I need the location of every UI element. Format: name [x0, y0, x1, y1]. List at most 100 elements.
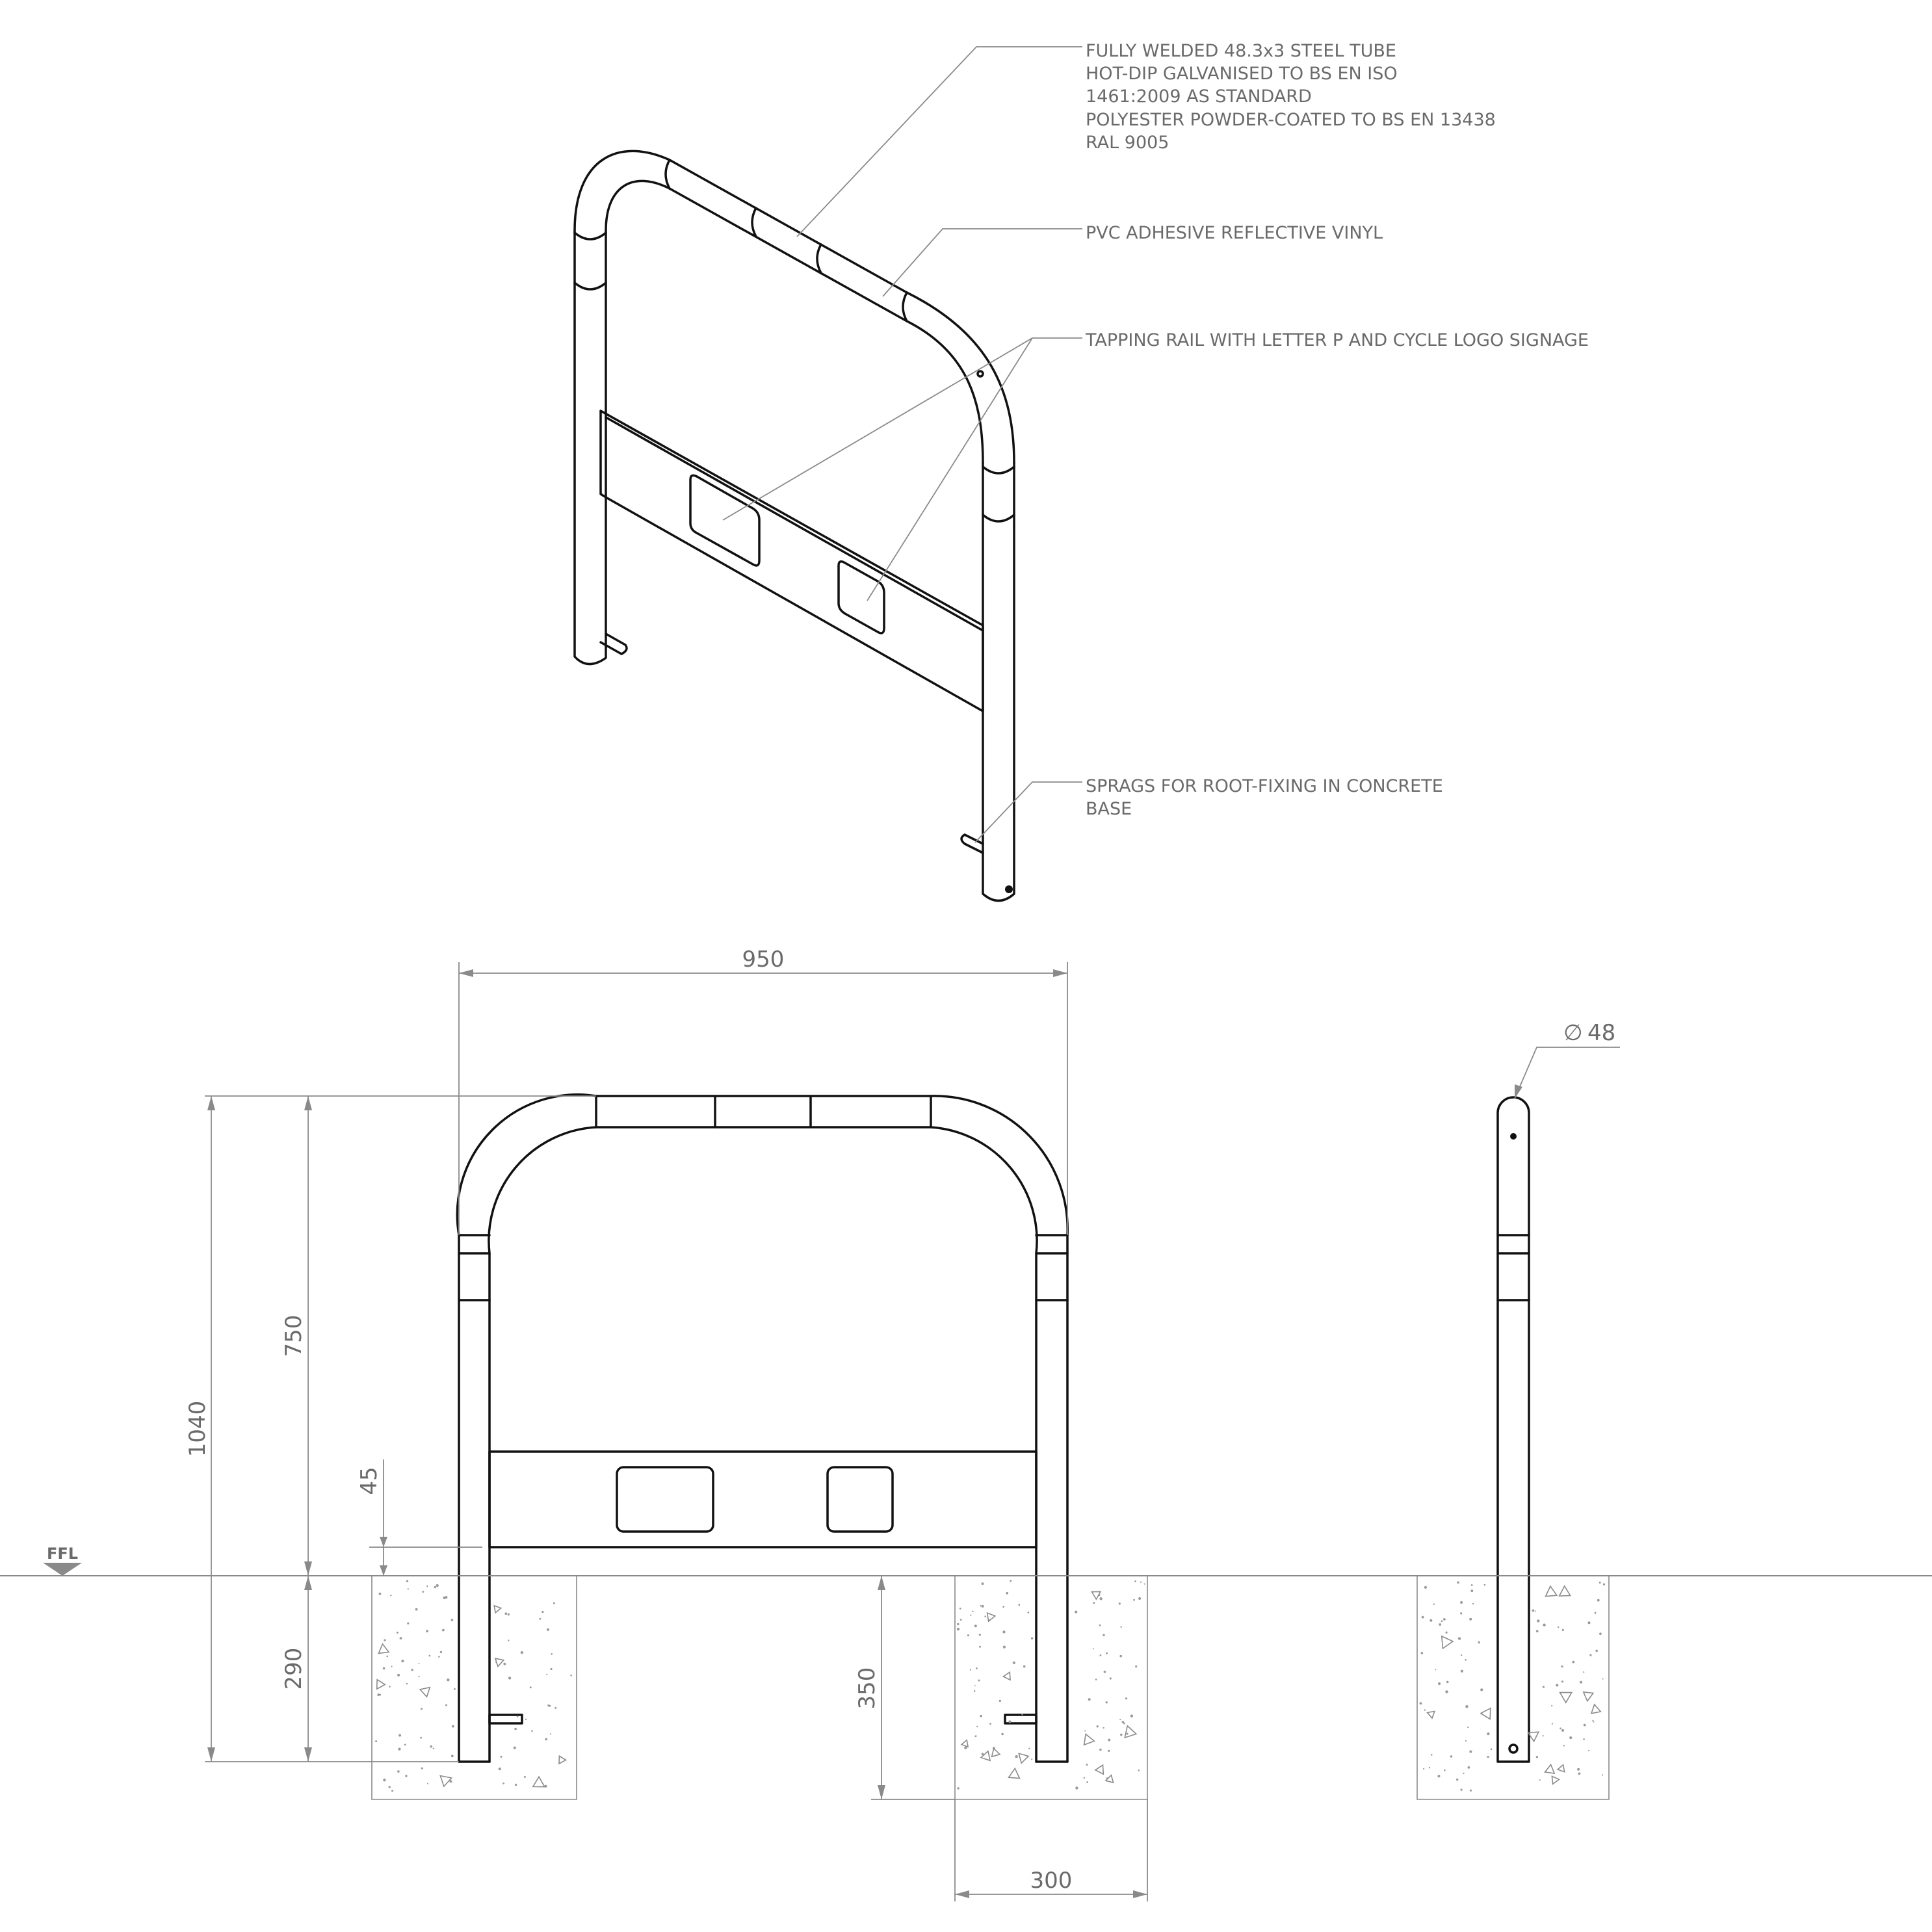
concrete-speck: [1469, 1789, 1472, 1792]
concrete-aggregate: [1590, 1703, 1602, 1714]
iso-tapping-rail: [599, 410, 984, 712]
concrete-speck: [1135, 1665, 1138, 1668]
front-elevation: [456, 1093, 1069, 1763]
concrete-speck: [1543, 1623, 1546, 1626]
concrete-aggregate: [1545, 1585, 1558, 1597]
front-sprag-right: [1004, 1714, 1038, 1725]
concrete-speck: [1438, 1682, 1441, 1686]
concrete-aggregate: [1559, 1691, 1573, 1704]
concrete-speck: [1465, 1705, 1469, 1708]
concrete-block-right: [954, 1576, 1148, 1800]
concrete-aggregate: [1582, 1691, 1595, 1703]
concrete-speck: [498, 1768, 501, 1771]
concrete-speck: [959, 1608, 961, 1610]
concrete-speck: [1445, 1631, 1448, 1634]
dim-clearance-arrow-bottom-icon: [380, 1565, 387, 1576]
concrete-speck: [1420, 1652, 1424, 1654]
iso-left-leg: [573, 229, 607, 666]
note-sprag: SPRAGS FOR ROOT-FIXING IN CONCRETE BASE: [1086, 776, 1448, 819]
concrete-speck: [1031, 1758, 1033, 1760]
concrete-speck: [1441, 1620, 1443, 1623]
concrete-speck: [508, 1677, 512, 1680]
concrete-speck: [1583, 1671, 1585, 1673]
concrete-speck: [1446, 1680, 1449, 1684]
concrete-texture: [375, 1580, 1606, 1792]
concrete-speck: [1602, 1678, 1604, 1680]
dim-above-ground-arrow-top-icon: [304, 1096, 312, 1110]
side-post-band: [1496, 1234, 1530, 1301]
concrete-speck: [1093, 1602, 1095, 1604]
concrete-speck: [1443, 1618, 1446, 1621]
concrete-speck: [1561, 1680, 1564, 1683]
concrete-speck: [504, 1612, 508, 1615]
concrete-speck: [1456, 1778, 1459, 1781]
concrete-speck: [1002, 1606, 1005, 1608]
concrete-aggregate: [494, 1658, 505, 1668]
iso-right-bend: [906, 291, 1015, 464]
concrete-aggregate: [1480, 1707, 1491, 1721]
concrete-speck: [1125, 1697, 1128, 1700]
concrete-speck: [1450, 1755, 1453, 1758]
concrete-speck: [1597, 1599, 1600, 1602]
concrete-speck: [1123, 1722, 1125, 1725]
concrete-speck: [1023, 1665, 1026, 1668]
concrete-speck: [401, 1660, 404, 1663]
concrete-speck: [1086, 1781, 1089, 1783]
dim-clearance-label: 45: [356, 1467, 382, 1495]
concrete-speck: [1592, 1719, 1594, 1721]
concrete-speck: [974, 1625, 977, 1628]
iso-right-leg-band-upper: [982, 465, 1015, 475]
note-sprag-line: BASE: [1086, 799, 1132, 819]
concrete-speck: [1460, 1788, 1463, 1791]
concrete-speck: [1490, 1748, 1493, 1751]
concrete-speck: [1105, 1701, 1108, 1704]
concrete-speck: [547, 1628, 549, 1631]
concrete-speck: [420, 1736, 422, 1739]
concrete-speck: [1103, 1634, 1105, 1636]
concrete-speck: [391, 1790, 393, 1792]
concrete-speck: [973, 1690, 976, 1692]
concrete-speck: [1599, 1632, 1602, 1635]
concrete-speck: [1480, 1688, 1483, 1691]
concrete-speck: [970, 1614, 972, 1616]
ffl-label: FFL: [47, 1545, 78, 1563]
dim-foundation-width-arrow-left-icon: [955, 1890, 969, 1898]
dim-above-ground-arrow-bottom-icon: [304, 1561, 312, 1576]
concrete-speck: [1602, 1583, 1606, 1586]
concrete-speck: [1460, 1669, 1463, 1673]
concrete-speck: [1010, 1580, 1012, 1582]
concrete-speck: [1099, 1654, 1102, 1656]
leader-rail: [722, 337, 1082, 601]
concrete-speck: [1561, 1729, 1564, 1732]
note-tube-line: RAL 9005: [1086, 133, 1169, 153]
dim-diameter-arrow-icon: [1515, 1084, 1522, 1099]
dim-width-arrow-right-icon: [1053, 969, 1067, 977]
concrete-speck: [514, 1783, 517, 1786]
concrete-speck: [1083, 1777, 1086, 1779]
concrete-speck: [1537, 1619, 1540, 1623]
concrete-speck: [549, 1733, 552, 1735]
concrete-speck: [421, 1708, 423, 1710]
concrete-speck: [1108, 1749, 1110, 1752]
concrete-speck: [1437, 1775, 1441, 1778]
front-sign-window-p: [616, 1466, 714, 1533]
iso-hole-top: [976, 370, 984, 378]
concrete-aggregate: [1091, 1591, 1102, 1600]
concrete-speck: [516, 1716, 519, 1717]
concrete-speck: [964, 1746, 967, 1749]
concrete-speck: [1439, 1623, 1442, 1626]
concrete-speck: [570, 1675, 572, 1677]
concrete-speck: [397, 1673, 400, 1677]
concrete-speck: [531, 1730, 533, 1732]
concrete-speck: [404, 1743, 406, 1746]
dim-overall-label: 1040: [185, 1401, 211, 1457]
concrete-speck: [1120, 1626, 1122, 1628]
note-tube-line: POLYESTER POWDER-COATED TO BS EN 13438: [1086, 110, 1496, 130]
concrete-speck: [1532, 1609, 1535, 1612]
concrete-speck: [1569, 1736, 1573, 1740]
concrete-speck: [1463, 1772, 1465, 1775]
concrete-speck: [1099, 1624, 1101, 1626]
dim-foundation-depth-arrow-bottom-icon: [878, 1785, 885, 1799]
concrete-speck: [384, 1639, 386, 1641]
concrete-speck: [976, 1667, 978, 1669]
